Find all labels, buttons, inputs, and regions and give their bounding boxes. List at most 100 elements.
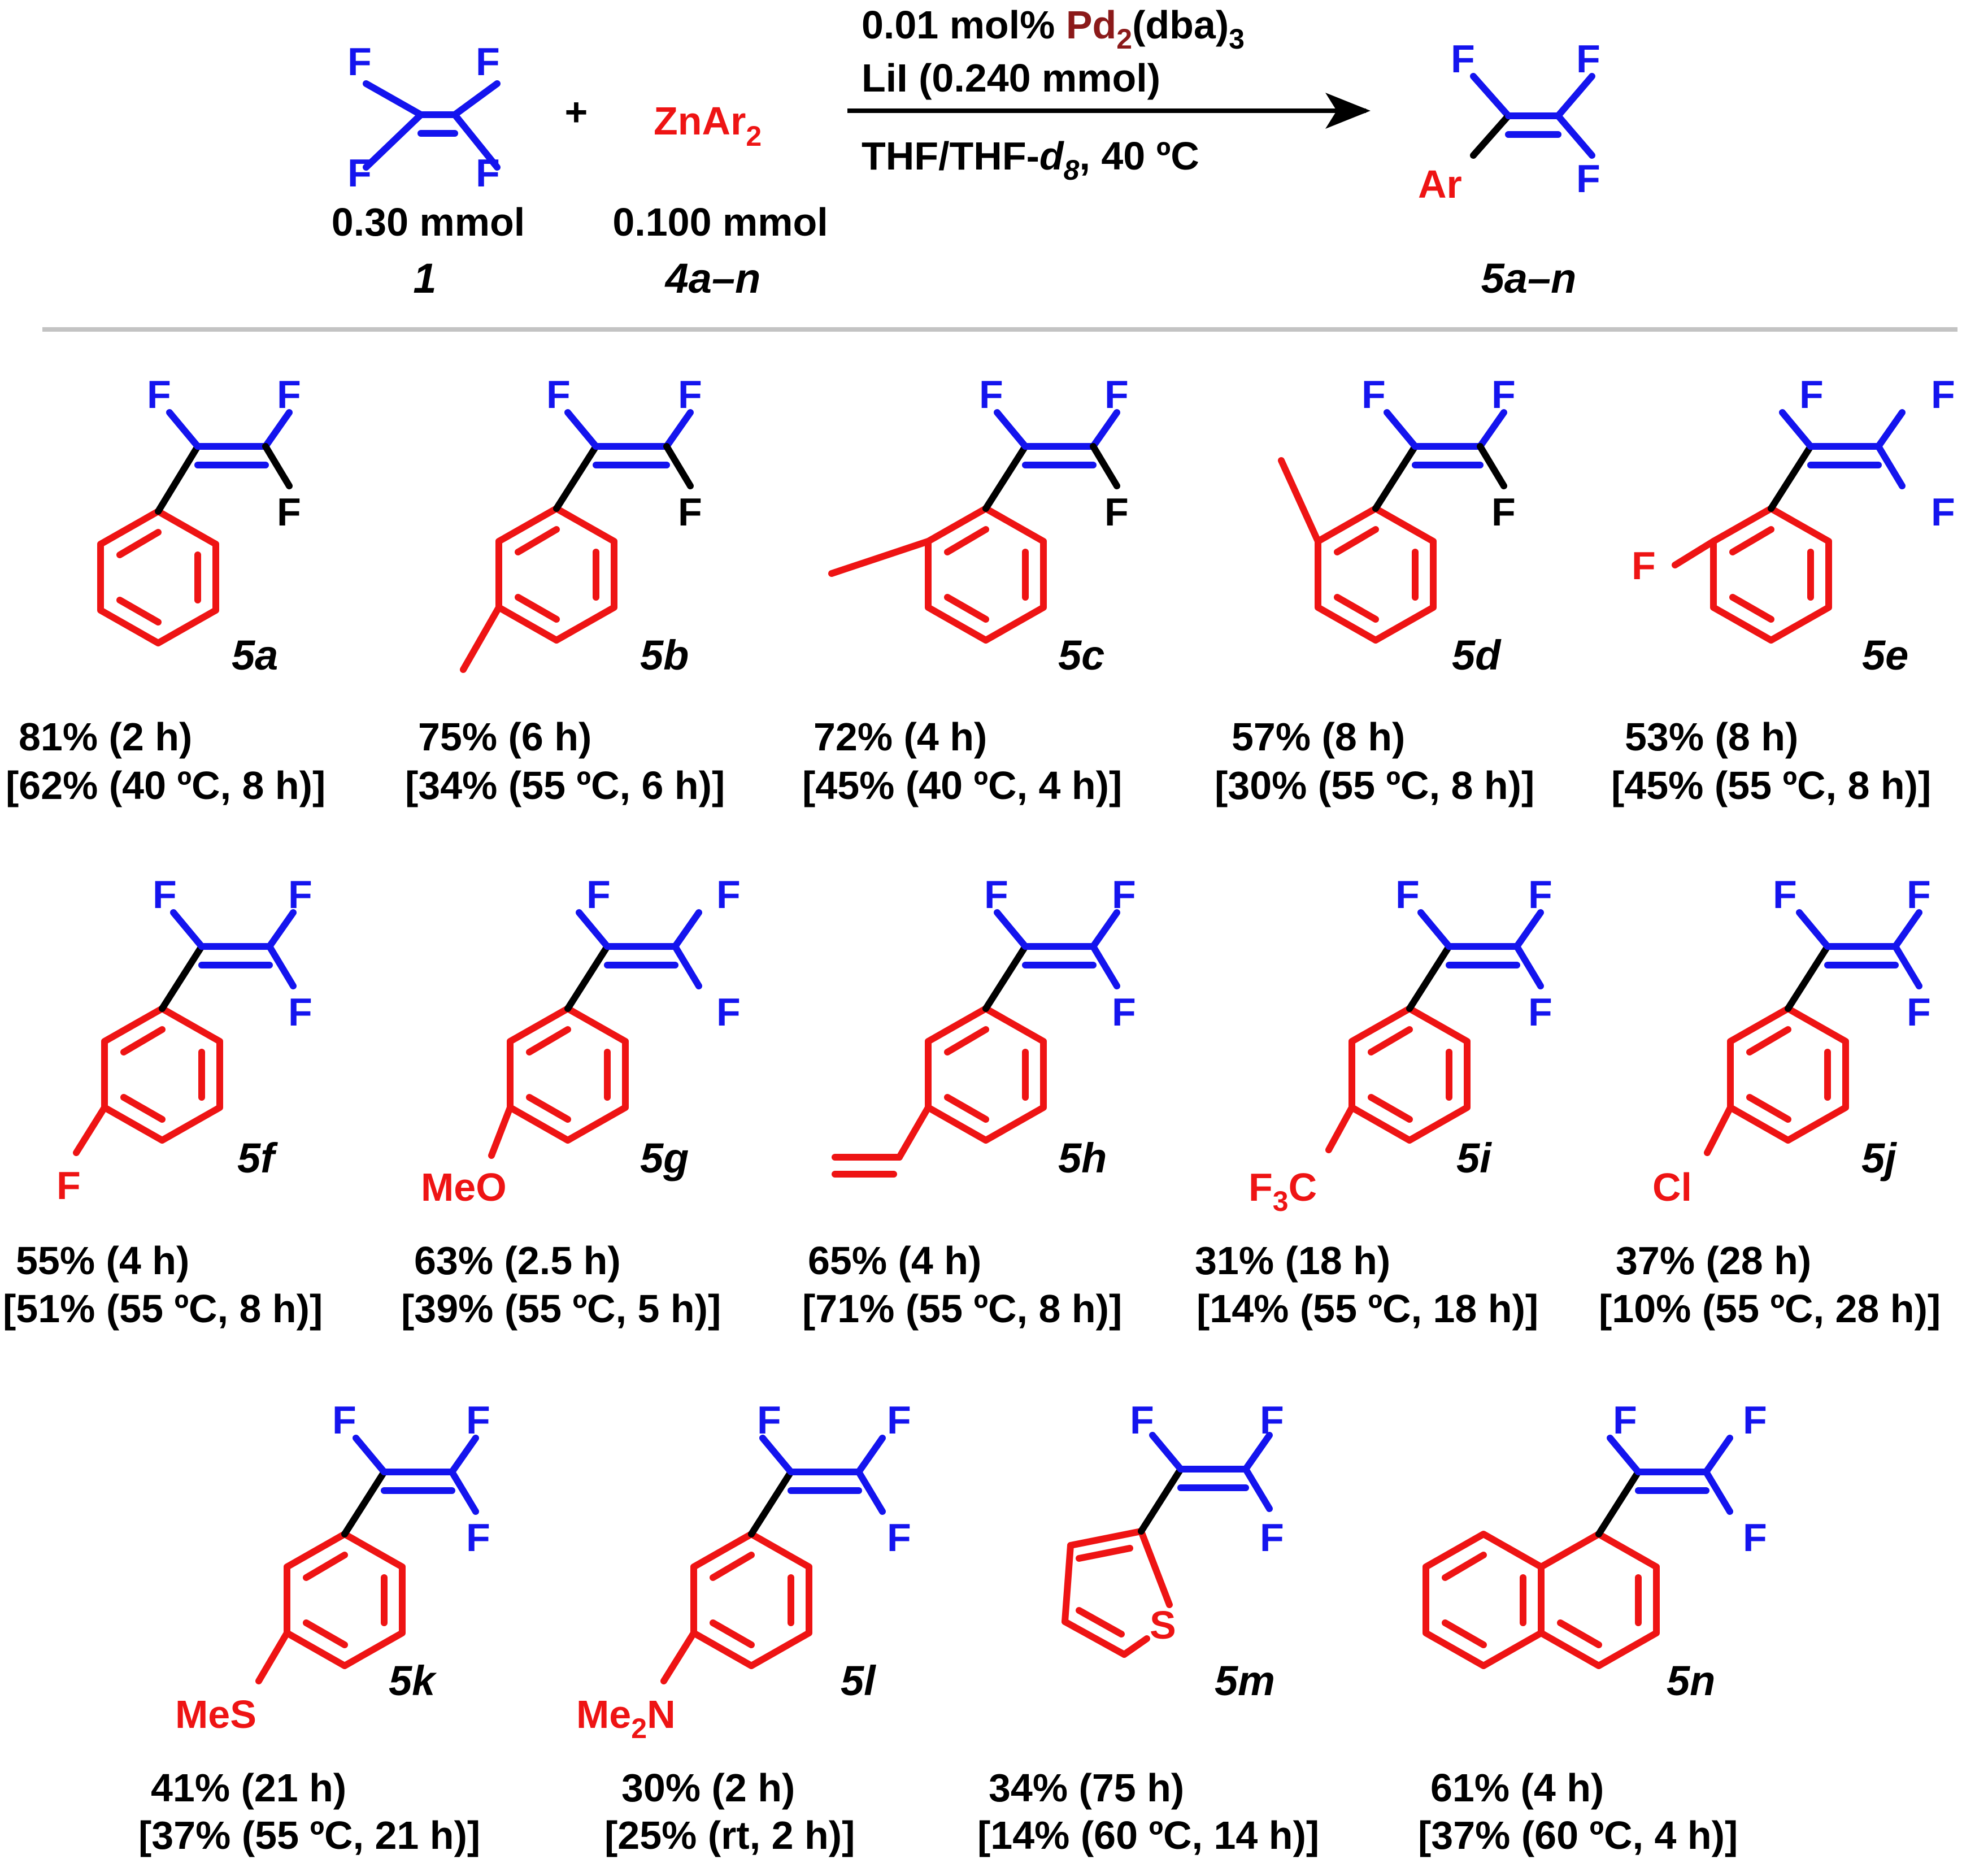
vinyl-fluorine: F	[288, 872, 312, 917]
product-aryltrifluoroethylene: F F F Ar 5a–n	[1418, 37, 1600, 302]
product-label: 5a–n	[1481, 255, 1577, 302]
alt-yield-text: [39% (55 ºC, 5 h)]	[401, 1287, 721, 1331]
zinc-amount: 0.100 mmol	[612, 200, 828, 244]
vinyl-fluorine: F	[678, 490, 702, 534]
vinyl-fluorine: F	[1907, 990, 1931, 1034]
vinyl-fluorine: F	[586, 872, 611, 917]
naphthalene-ring	[1423, 1531, 1660, 1669]
vinyl-fluorine: F	[1260, 1398, 1284, 1442]
compound-label: 5n	[1667, 1657, 1715, 1704]
vinyl-fluorine: F	[678, 372, 702, 416]
vinyl-fluorine: F	[757, 1398, 781, 1442]
tfe-fluorine: F	[476, 40, 500, 84]
vinyl-fluorine: F	[984, 872, 1008, 917]
methylthio-substituent: MeS	[175, 1692, 256, 1736]
reactant-tetrafluoroethylene: F F F F 0.30 mmol 1	[332, 40, 525, 302]
vinyl-fluorine: F	[716, 872, 741, 917]
vinyl-fluorine: F	[1491, 490, 1516, 534]
compound-label: 5j	[1861, 1135, 1897, 1182]
yield-text: 53% (8 h)	[1625, 715, 1798, 759]
yield-text: 57% (8 h)	[1232, 715, 1405, 759]
yield-text: 55% (4 h)	[16, 1239, 189, 1283]
vinyl-substituent	[832, 1104, 932, 1178]
thiophene-sulfur: S	[1150, 1603, 1176, 1647]
alt-yield-text: [37% (60 ºC, 4 h)]	[1418, 1813, 1738, 1857]
alt-yield-text: [71% (55 ºC, 8 h)]	[802, 1287, 1122, 1331]
yield-text: 63% (2.5 h)	[414, 1239, 621, 1283]
vinyl-fluorine: F	[147, 372, 171, 416]
compound-5e: F F F F 5e 53% (8 h) [45% (55 ºC, 8 h)]	[1611, 372, 1955, 807]
aryl-fluorine: F	[1632, 544, 1656, 588]
yield-text: 31% (18 h)	[1195, 1239, 1390, 1283]
aryl-ring	[925, 505, 1047, 644]
aryl-ring	[1348, 1005, 1471, 1144]
tfe-fluorine: F	[347, 40, 372, 84]
aryl-ring	[507, 1005, 629, 1144]
compound-5l: Me2N F F F 5l 30% (2 h) [25% (rt, 2 h)]	[576, 1398, 911, 1857]
alt-yield-text: [14% (60 ºC, 14 h)]	[977, 1813, 1319, 1857]
alt-yield-text: [45% (55 ºC, 8 h)]	[1611, 763, 1931, 807]
compound-label: 5b	[640, 632, 689, 679]
compound-label: 5g	[640, 1135, 689, 1182]
vinyl-fluorine: F	[1112, 990, 1136, 1034]
vinyl-fluorine: F	[1743, 1398, 1767, 1442]
vinyl-fluorine: F	[153, 872, 177, 917]
vinyl-fluorine: F	[466, 1398, 490, 1442]
solvent-line: THF/THF-d8, 40 ºC	[862, 134, 1199, 186]
methyl-bond	[828, 538, 932, 577]
yield-text: 30% (2 h)	[621, 1766, 795, 1810]
yield-text: 81% (2 h)	[19, 715, 192, 759]
product-aryl: Ar	[1418, 162, 1462, 206]
compound-label: 5k	[389, 1657, 437, 1704]
vinyl-fluorine: F	[1743, 1515, 1767, 1560]
methyl-bond	[1278, 457, 1321, 545]
compound-5b: F F F 5b 75% (6 h) [34% (55 ºC, 6 h)]	[405, 372, 725, 807]
reactant-diarylzinc: ZnAr2 0.100 mmol 4a–n	[612, 99, 828, 302]
vinyl-fluorine: F	[887, 1398, 911, 1442]
compound-label: 5e	[1862, 632, 1908, 679]
tfe-amount: 0.30 mmol	[332, 200, 525, 244]
aryl-ring	[925, 1005, 1047, 1144]
vinyl-fluorine: F	[332, 1398, 356, 1442]
yield-text: 37% (28 h)	[1616, 1239, 1811, 1283]
vinyl-fluorine: F	[1931, 490, 1955, 534]
methyl-bond	[460, 604, 502, 673]
tfe-fluorine: F	[347, 151, 372, 195]
aryl-ring	[284, 1531, 406, 1669]
alt-yield-text: [34% (55 ºC, 6 h)]	[405, 763, 725, 807]
compound-5i: F3C F F F 5i 31% (18 h) [14% (55 ºC, 18 …	[1195, 872, 1552, 1331]
aryl-ring	[690, 1531, 812, 1669]
aryl-ring	[1727, 1005, 1849, 1144]
yield-text: 65% (4 h)	[808, 1239, 981, 1283]
compound-label: 5l	[841, 1657, 876, 1704]
alt-yield-text: [10% (55 ºC, 28 h)]	[1599, 1287, 1941, 1331]
product-fluorine: F	[1576, 37, 1600, 81]
compound-label: 5i	[1456, 1135, 1492, 1182]
compound-5a: F F F 5a 81% (2 h) [62% (40 ºC, 8 h)]	[6, 372, 325, 807]
compound-5h: F F F 5h 65% (4 h) [71% (55 ºC, 8 h)]	[802, 872, 1136, 1331]
zinc-label: 4a–n	[664, 255, 761, 302]
compound-5m: S F F F 5m 34% (75 h) [14% (60 ºC, 14 h)…	[977, 1398, 1319, 1857]
compound-5j: Cl F F F 5j 37% (28 h) [10% (55 ºC, 28 h…	[1599, 872, 1941, 1331]
vinyl-fluorine: F	[466, 1515, 490, 1560]
compound-5n: F F F 5n 61% (4 h) [37% (60 ºC, 4 h)]	[1418, 1398, 1767, 1857]
yield-text: 41% (21 h)	[151, 1766, 346, 1810]
vinyl-fluorine: F	[887, 1515, 911, 1560]
reaction-conditions: 0.01 mol% Pd2(dba)3 LiI (0.240 mmol) THF…	[847, 3, 1371, 186]
tfe-label: 1	[413, 255, 436, 302]
yield-text: 61% (4 h)	[1430, 1766, 1604, 1810]
aryl-ring	[1710, 505, 1832, 644]
thiophene-ring	[1062, 1528, 1173, 1658]
vinyl-fluorine: F	[979, 372, 1003, 416]
tfe-bonds	[363, 80, 501, 171]
vinyl-fluorine: F	[546, 372, 571, 416]
vinyl-fluorine: F	[1528, 990, 1552, 1034]
chloro-substituent: Cl	[1652, 1165, 1692, 1209]
yield-text: 34% (75 h)	[989, 1766, 1184, 1810]
compound-label: 5f	[237, 1135, 278, 1182]
vinyl-fluorine: F	[277, 490, 301, 534]
vinyl-fluorine: F	[288, 990, 312, 1034]
aryl-ring	[101, 1005, 223, 1144]
tfe-fluorine: F	[476, 151, 500, 195]
vinyl-fluorine: F	[1361, 372, 1386, 416]
